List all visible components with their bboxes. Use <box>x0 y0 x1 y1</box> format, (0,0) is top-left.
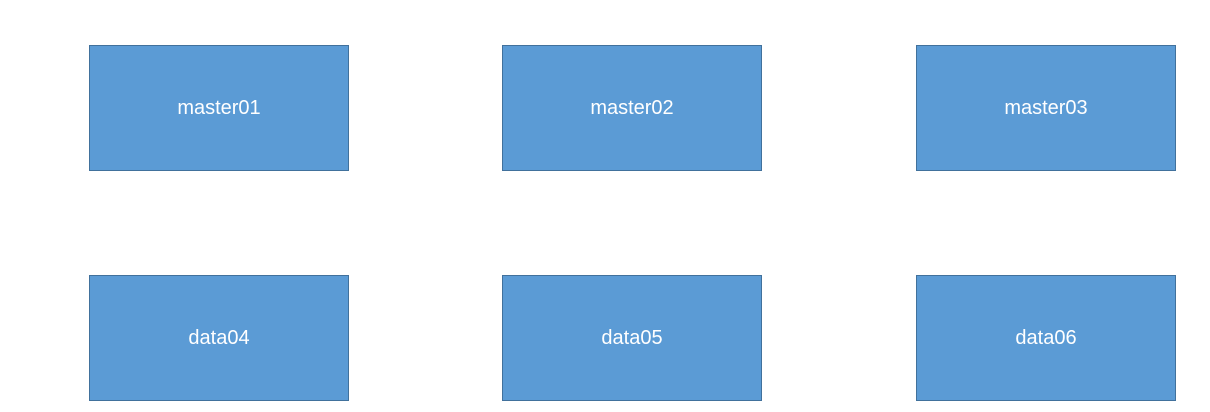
node-label: master03 <box>1004 96 1088 119</box>
node-master02: master02 <box>502 45 762 171</box>
node-data05: data05 <box>502 275 762 401</box>
node-label: data05 <box>601 326 663 349</box>
node-data04: data04 <box>89 275 349 401</box>
node-label: data06 <box>1015 326 1077 349</box>
node-label: master01 <box>177 96 261 119</box>
node-master01: master01 <box>89 45 349 171</box>
node-master03: master03 <box>916 45 1176 171</box>
node-data06: data06 <box>916 275 1176 401</box>
node-label: data04 <box>188 326 250 349</box>
node-label: master02 <box>590 96 674 119</box>
